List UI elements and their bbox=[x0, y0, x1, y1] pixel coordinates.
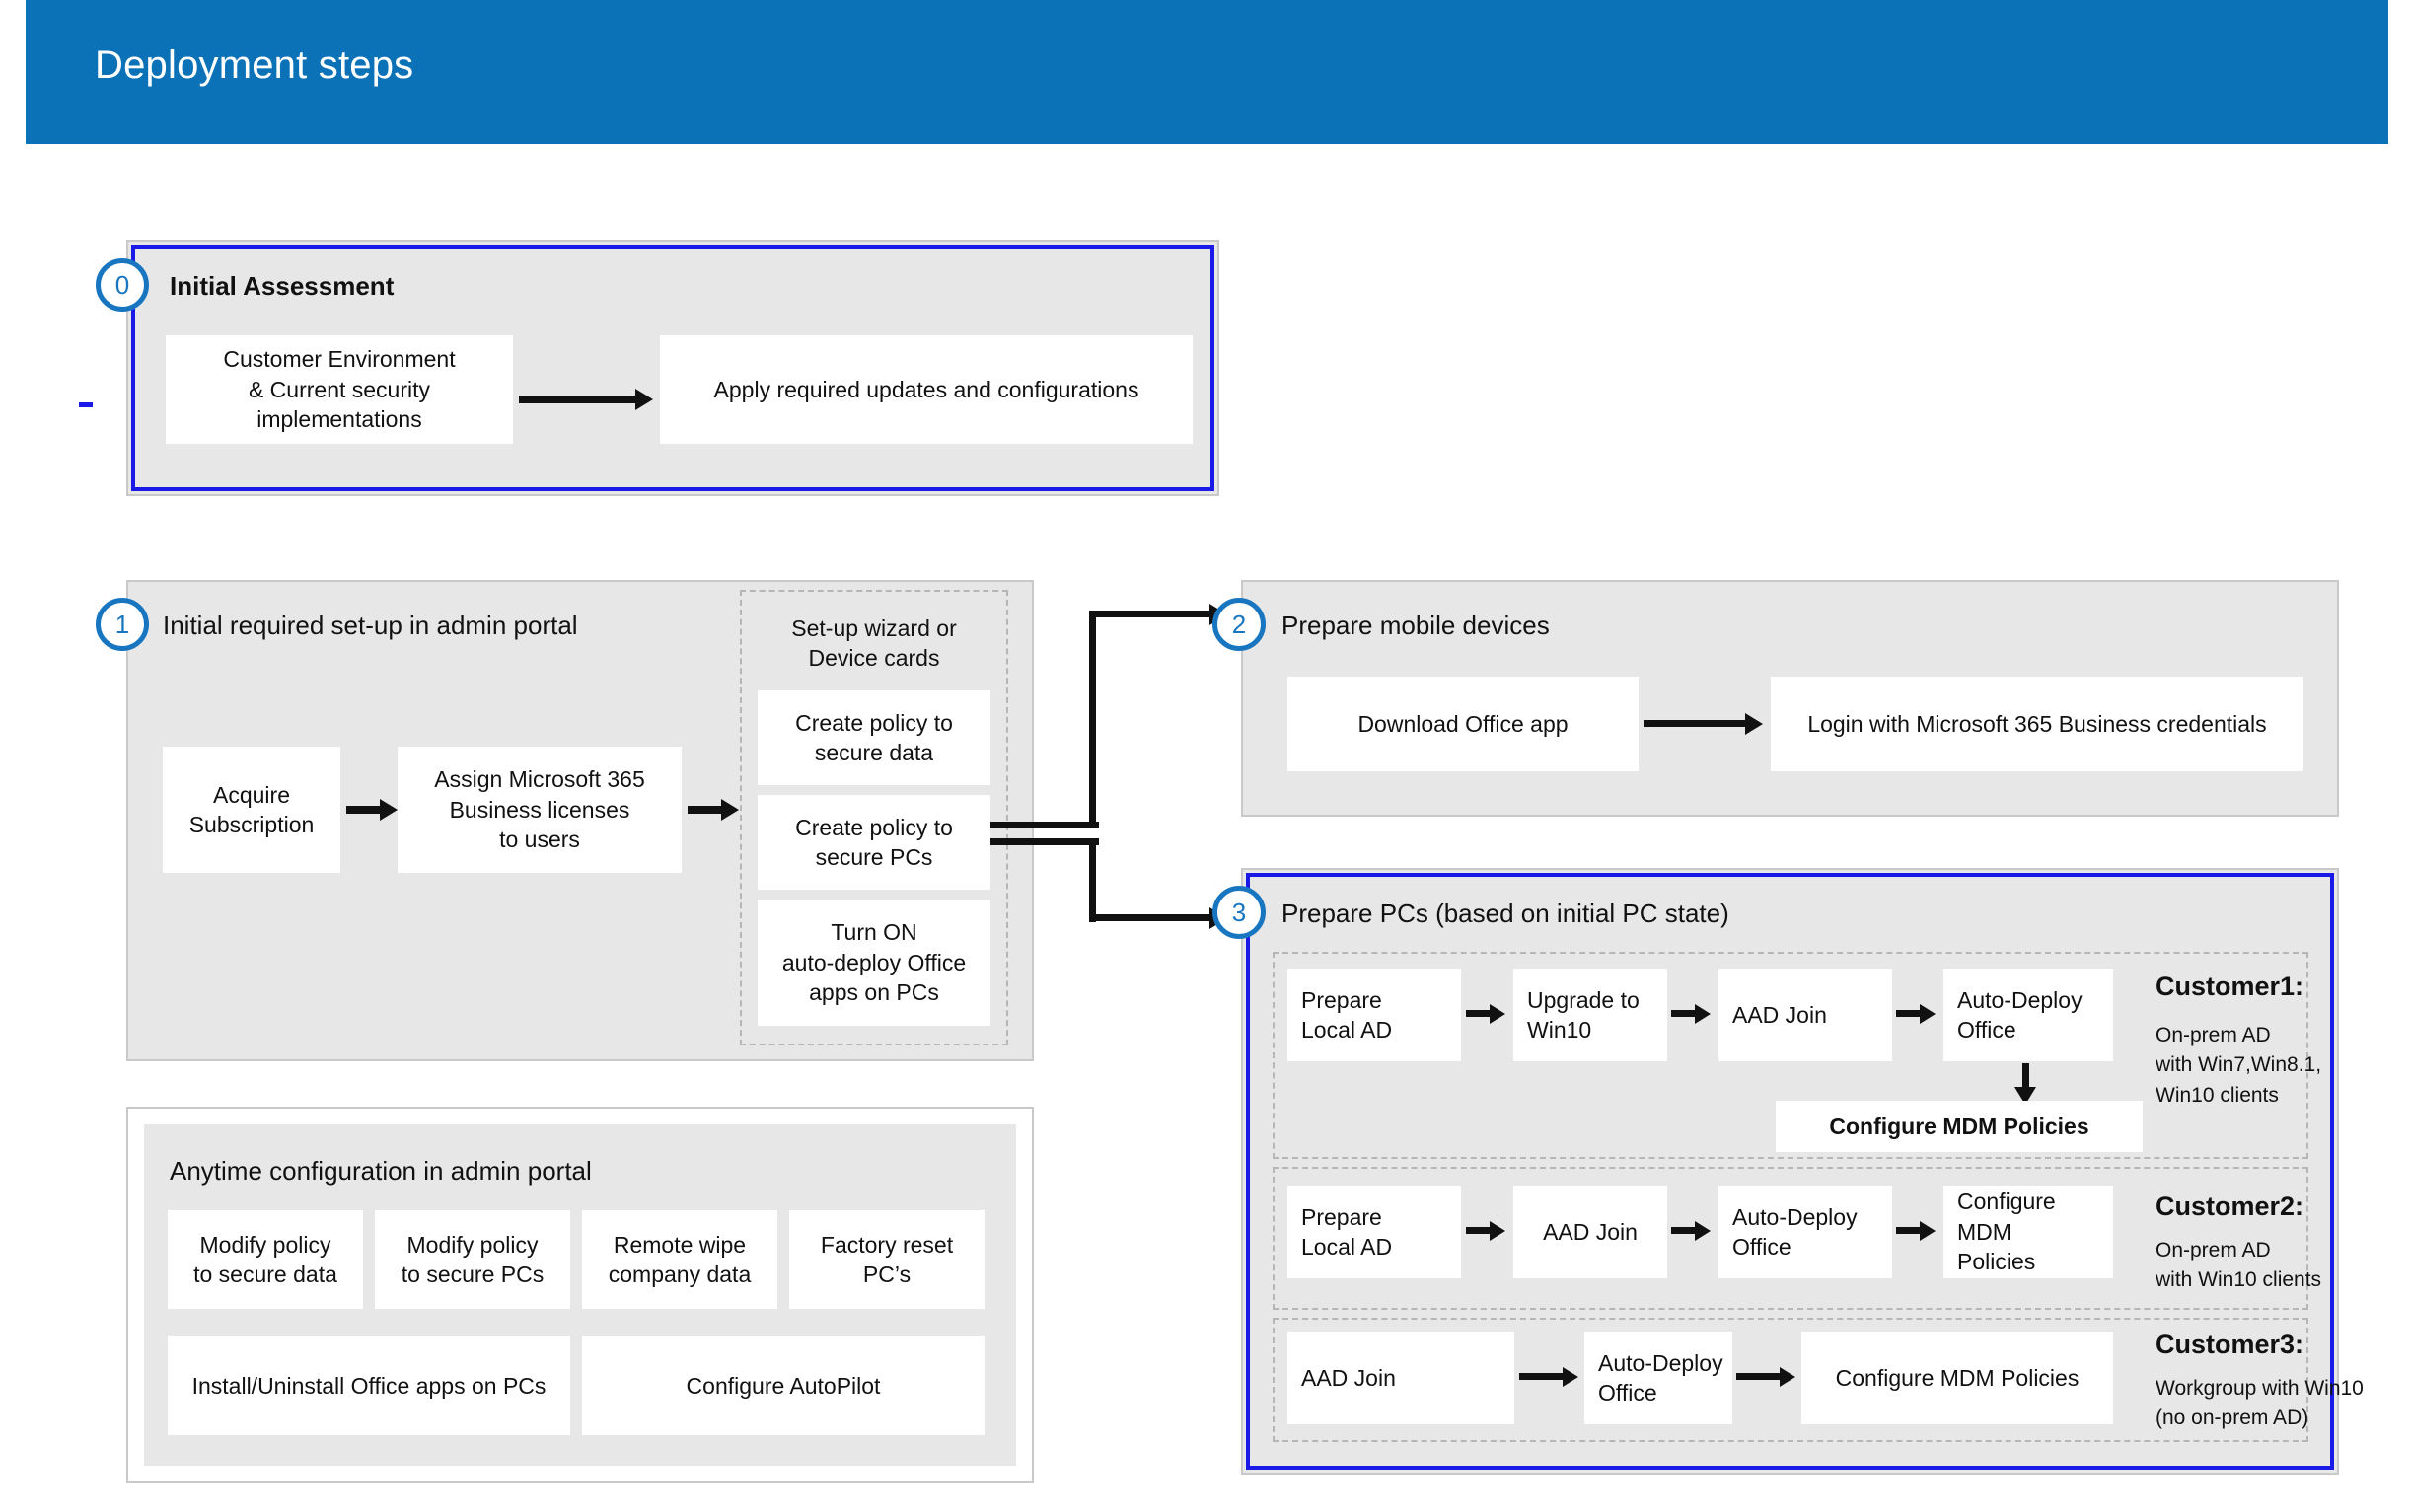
box-login-credentials-label: Login with Microsoft 365 Business creden… bbox=[1807, 710, 2267, 737]
customer2-desc: On-prem AD with Win10 clients bbox=[2156, 1239, 2322, 1292]
box-c1-auto-deploy-office[interactable]: Auto-Deploy Office bbox=[1943, 969, 2113, 1061]
box-assign-licenses[interactable]: Assign Microsoft 365 Business licenses t… bbox=[398, 747, 682, 873]
arrow-c3-2 bbox=[1736, 1367, 1799, 1387]
customer3-title: Customer3: bbox=[2156, 1330, 2304, 1359]
connector-trunk-lower bbox=[990, 838, 1099, 845]
group-setup-wizard-label-text: Set-up wizard or Device cards bbox=[791, 614, 957, 671]
box-c2-auto-deploy-office-label: Auto-Deploy Office bbox=[1732, 1203, 1858, 1260]
arrow-setup-1 bbox=[346, 799, 402, 821]
box-apply-updates-label: Apply required updates and configuration… bbox=[713, 376, 1139, 402]
step-badge-1: 1 bbox=[96, 598, 149, 651]
box-c3-aad-join-label: AAD Join bbox=[1301, 1364, 1396, 1391]
box-create-policy-pcs[interactable]: Create policy to secure PCs bbox=[758, 795, 990, 890]
box-turn-on-auto-deploy-label: Turn ON auto-deploy Office apps on PCs bbox=[781, 919, 967, 1006]
box-modify-policy-data[interactable]: Modify policy to secure data bbox=[168, 1210, 363, 1309]
box-c1-prepare-local-ad[interactable]: Prepare Local AD bbox=[1287, 969, 1461, 1061]
group-customer3 bbox=[1273, 1318, 2308, 1442]
arrow-c2-3 bbox=[1896, 1221, 1939, 1241]
box-configure-autopilot-label: Configure AutoPilot bbox=[686, 1372, 881, 1399]
box-install-uninstall-office[interactable]: Install/Uninstall Office apps on PCs bbox=[168, 1336, 570, 1435]
box-c1-configure-mdm[interactable]: Configure MDM Policies bbox=[1776, 1101, 2143, 1152]
box-c1-prepare-local-ad-label: Prepare Local AD bbox=[1301, 986, 1393, 1043]
box-c2-configure-mdm[interactable]: Configure MDM Policies bbox=[1943, 1186, 2113, 1278]
box-download-office-app[interactable]: Download Office app bbox=[1287, 677, 1639, 771]
connector-trunk-upper bbox=[990, 822, 1099, 828]
arrow-c1-2 bbox=[1671, 1004, 1715, 1024]
arrow-mobile-1 bbox=[1644, 713, 1767, 735]
box-create-policy-data-label: Create policy to secure data bbox=[795, 709, 953, 765]
box-remote-wipe[interactable]: Remote wipe company data bbox=[582, 1210, 777, 1309]
box-c2-aad-join[interactable]: AAD Join bbox=[1513, 1186, 1667, 1278]
section-2-title: Prepare mobile devices bbox=[1281, 611, 1550, 640]
box-factory-reset-label: Factory reset PC’s bbox=[820, 1231, 954, 1287]
arrow-c2-2 bbox=[1671, 1221, 1715, 1241]
customer1-title: Customer1: bbox=[2156, 972, 2304, 1001]
section-0-title: Initial Assessment bbox=[170, 271, 395, 301]
box-modify-policy-pcs[interactable]: Modify policy to secure PCs bbox=[375, 1210, 570, 1309]
box-c3-auto-deploy-office[interactable]: Auto-Deploy Office bbox=[1584, 1332, 1732, 1424]
box-acquire-subscription-label: Acquire Subscription bbox=[188, 781, 315, 837]
box-download-office-app-label: Download Office app bbox=[1357, 710, 1569, 737]
box-factory-reset[interactable]: Factory reset PC’s bbox=[789, 1210, 985, 1309]
arrow-c1-1 bbox=[1466, 1004, 1509, 1024]
box-apply-updates[interactable]: Apply required updates and configuration… bbox=[660, 335, 1193, 444]
box-c1-upgrade-win10-label: Upgrade to Win10 bbox=[1527, 986, 1640, 1043]
box-c1-auto-deploy-office-label: Auto-Deploy Office bbox=[1957, 986, 2083, 1043]
arrow-setup-2 bbox=[688, 799, 743, 821]
arrow-c1-3 bbox=[1896, 1004, 1939, 1024]
box-assign-licenses-label: Assign Microsoft 365 Business licenses t… bbox=[434, 766, 645, 853]
group-setup-wizard bbox=[740, 590, 1008, 1045]
box-c2-prepare-local-ad-label: Prepare Local AD bbox=[1301, 1203, 1393, 1260]
customer3-desc: Workgroup with Win10 (no on-prem AD) bbox=[2156, 1377, 2364, 1430]
connector-down-to-three bbox=[1089, 838, 1096, 921]
box-acquire-subscription[interactable]: Acquire Subscription bbox=[163, 747, 340, 873]
box-c2-prepare-local-ad[interactable]: Prepare Local AD bbox=[1287, 1186, 1461, 1278]
box-c3-configure-mdm-label: Configure MDM Policies bbox=[1835, 1364, 2080, 1391]
box-c2-aad-join-label: AAD Join bbox=[1543, 1218, 1638, 1245]
step-badge-2: 2 bbox=[1212, 598, 1266, 651]
box-install-uninstall-office-label: Install/Uninstall Office apps on PCs bbox=[191, 1372, 547, 1399]
group-customer1 bbox=[1273, 952, 2308, 1159]
box-create-policy-data[interactable]: Create policy to secure data bbox=[758, 690, 990, 785]
box-c2-auto-deploy-office[interactable]: Auto-Deploy Office bbox=[1718, 1186, 1892, 1278]
box-turn-on-auto-deploy[interactable]: Turn ON auto-deploy Office apps on PCs bbox=[758, 900, 990, 1026]
box-login-credentials[interactable]: Login with Microsoft 365 Business creden… bbox=[1771, 677, 2303, 771]
group-customer2 bbox=[1273, 1167, 2308, 1310]
page-title: Deployment steps bbox=[95, 43, 414, 87]
box-modify-policy-pcs-label: Modify policy to secure PCs bbox=[401, 1231, 545, 1287]
box-c3-aad-join[interactable]: AAD Join bbox=[1287, 1332, 1514, 1424]
box-modify-policy-data-label: Modify policy to secure data bbox=[193, 1231, 337, 1287]
connector-riser-up bbox=[1089, 611, 1096, 828]
step-badge-3: 3 bbox=[1212, 886, 1266, 939]
arrow-c1-down bbox=[2014, 1063, 2040, 1105]
group-setup-wizard-label: Set-up wizard or Device cards bbox=[748, 606, 1000, 681]
customer1-desc: On-prem AD with Win7,Win8.1, Win10 clien… bbox=[2156, 1024, 2322, 1107]
box-c1-aad-join[interactable]: AAD Join bbox=[1718, 969, 1892, 1061]
box-c3-auto-deploy-office-label: Auto-Deploy Office bbox=[1598, 1349, 1723, 1405]
box-c2-configure-mdm-label: Configure MDM Policies bbox=[1957, 1188, 2056, 1275]
section-1-title: Initial required set-up in admin portal bbox=[163, 611, 578, 640]
box-configure-autopilot[interactable]: Configure AutoPilot bbox=[582, 1336, 985, 1435]
customer2-title: Customer2: bbox=[2156, 1191, 2304, 1221]
box-c3-configure-mdm[interactable]: Configure MDM Policies bbox=[1801, 1332, 2113, 1424]
arrow-assessment-1 bbox=[519, 389, 657, 410]
left-edge-marker bbox=[79, 402, 93, 407]
box-remote-wipe-label: Remote wipe company data bbox=[608, 1231, 752, 1287]
arrow-c2-1 bbox=[1466, 1221, 1509, 1241]
box-c1-configure-mdm-label: Configure MDM Policies bbox=[1829, 1113, 2089, 1139]
box-customer-environment[interactable]: Customer Environment & Current security … bbox=[166, 335, 513, 444]
box-create-policy-pcs-label: Create policy to secure PCs bbox=[795, 814, 953, 870]
arrow-c3-1 bbox=[1519, 1367, 1582, 1387]
section-3-title: Prepare PCs (based on initial PC state) bbox=[1281, 899, 1729, 928]
step-badge-0: 0 bbox=[96, 258, 149, 312]
header-banner: Deployment steps bbox=[26, 0, 2388, 144]
box-c1-upgrade-win10[interactable]: Upgrade to Win10 bbox=[1513, 969, 1667, 1061]
box-customer-environment-label: Customer Environment & Current security … bbox=[223, 346, 456, 433]
box-c1-aad-join-label: AAD Join bbox=[1732, 1001, 1827, 1028]
section-anytime-title: Anytime configuration in admin portal bbox=[170, 1156, 592, 1186]
